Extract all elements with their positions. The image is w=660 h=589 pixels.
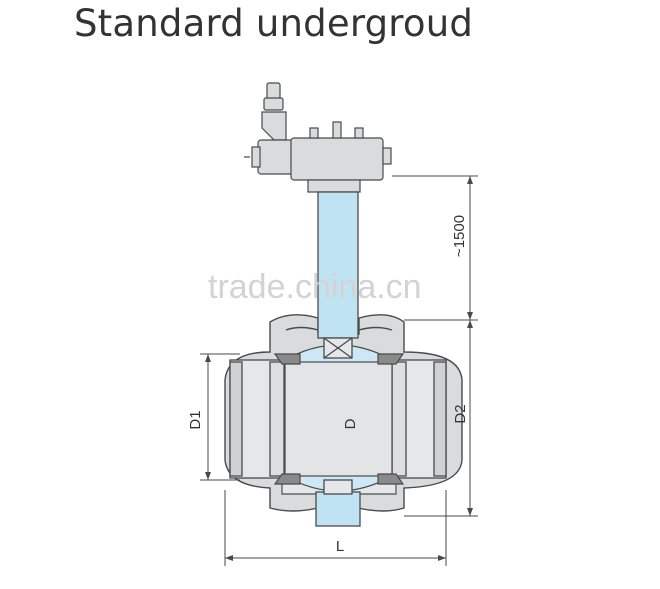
height-extension-label: ~1500 [451,215,468,257]
d1-label: D1 [187,410,204,429]
d-label: D [342,418,359,429]
dimension-lines [200,175,478,566]
dimension-arrows [205,176,473,561]
ball [273,344,405,492]
d2-label: D2 [452,404,469,423]
l-label: L [336,538,344,555]
watermark: trade.china.cn [208,268,422,306]
gearbox-actuator [244,82,392,193]
bottom-trunnion [315,479,361,527]
extended-stem [317,191,359,359]
page-title: Standard undergroud [74,2,474,45]
